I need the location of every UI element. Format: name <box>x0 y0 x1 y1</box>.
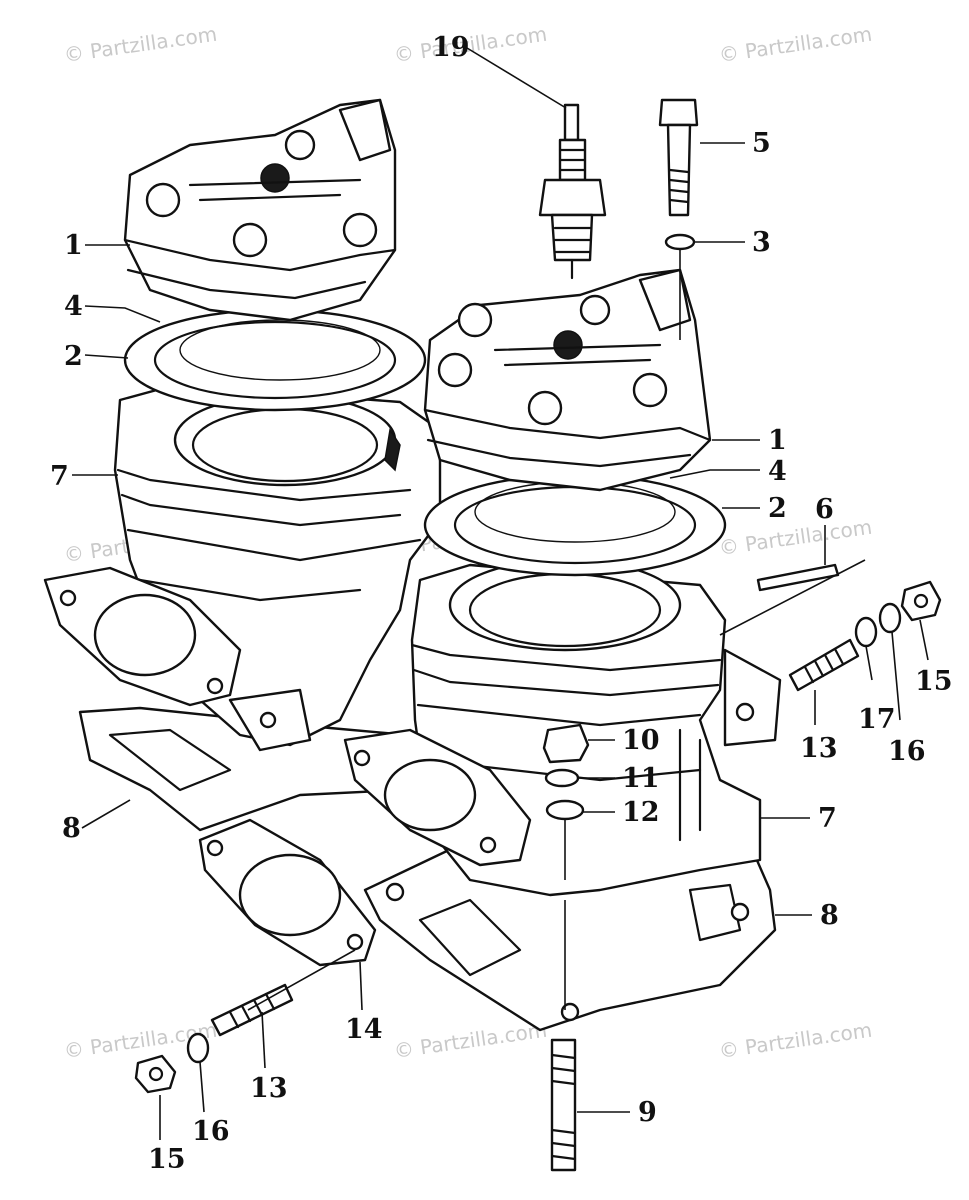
watermark: © Partzilla.com <box>717 515 873 560</box>
nut-15-left <box>134 1054 177 1094</box>
callout-7-left: 7 <box>50 461 69 492</box>
o-ring-left <box>179 319 381 381</box>
stud-left <box>210 983 294 1037</box>
callout-1-left: 1 <box>64 230 83 261</box>
callout-11: 11 <box>622 763 660 794</box>
callout-16-left: 16 <box>192 1116 230 1147</box>
callout-16-right: 16 <box>888 736 926 767</box>
callout-1-right: 1 <box>768 425 787 456</box>
lock-washer-16-right <box>878 602 902 634</box>
callout-9: 9 <box>638 1097 657 1128</box>
lock-washer-11 <box>544 768 580 788</box>
callout-19: 19 <box>432 32 470 63</box>
callout-4-right: 4 <box>768 456 787 487</box>
callout-14: 14 <box>345 1014 383 1045</box>
nut-10 <box>542 723 590 764</box>
watermark: © Partzilla.com <box>62 22 218 67</box>
watermark: © Partzilla.com <box>392 22 548 67</box>
leader-lines <box>72 47 929 1140</box>
callout-2-right: 2 <box>768 493 787 524</box>
callout-15-left: 15 <box>148 1144 186 1175</box>
watermark: © Partzilla.com <box>717 22 873 67</box>
callout-13-right: 13 <box>800 733 838 764</box>
lock-washer-16-left <box>186 1032 210 1064</box>
dowel-pin <box>719 559 866 636</box>
callout-8-right: 8 <box>820 900 839 931</box>
stud-right <box>788 638 860 692</box>
head-bolt <box>658 98 699 217</box>
callout-12: 12 <box>622 797 660 828</box>
washer-12 <box>545 799 585 821</box>
watermark: © Partzilla.com <box>392 1018 548 1063</box>
watermark: © Partzilla.com <box>717 1018 873 1063</box>
callout-3: 3 <box>752 227 771 258</box>
callout-17: 17 <box>858 704 896 735</box>
right-cylinder-assembly <box>343 268 782 1032</box>
callout-6: 6 <box>815 494 834 525</box>
callout-7-right: 7 <box>818 803 837 834</box>
callout-2-left: 2 <box>64 341 83 372</box>
callout-15-right: 15 <box>915 666 953 697</box>
callout-13-left: 13 <box>250 1073 288 1104</box>
spark-plug <box>538 103 607 280</box>
exhaust-gasket <box>198 818 377 967</box>
head-gasket-left <box>123 308 427 412</box>
callout-4-left: 4 <box>64 291 83 322</box>
callouts: 19 5 3 1 4 2 7 1 4 2 6 15 16 17 13 10 11… <box>50 32 953 1175</box>
washer-17 <box>854 616 878 648</box>
head-gasket-right <box>423 473 727 577</box>
callout-10: 10 <box>622 725 660 756</box>
washer-3 <box>664 233 696 251</box>
callout-8-left: 8 <box>62 813 81 844</box>
stud-9 <box>550 1038 577 1172</box>
left-cylinder-assembly <box>43 98 522 832</box>
callout-5: 5 <box>752 128 771 159</box>
nut-15-right <box>900 580 942 622</box>
